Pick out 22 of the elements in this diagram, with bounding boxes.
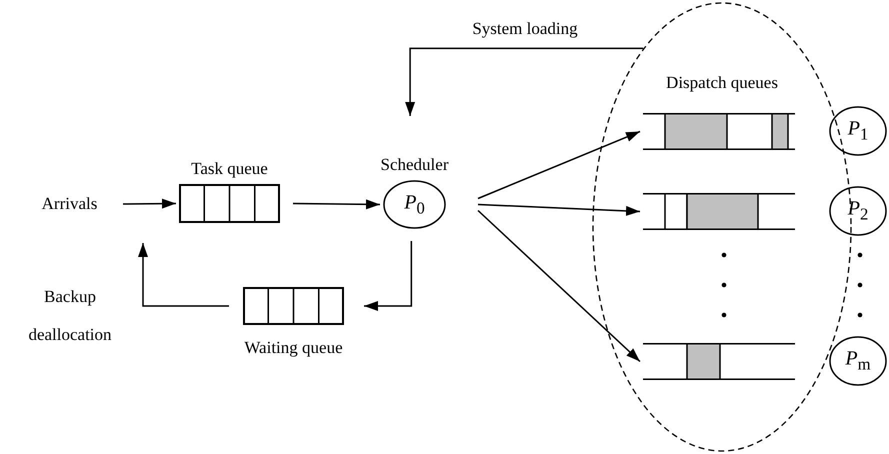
arrow bbox=[123, 198, 176, 209]
arrow bbox=[478, 130, 640, 200]
arrow bbox=[477, 210, 641, 362]
processor-circle bbox=[829, 336, 887, 386]
processor-label: P$_{m}$ bbox=[845, 348, 871, 374]
arrow bbox=[364, 241, 412, 311]
node-heading: Scheduler bbox=[380, 156, 448, 173]
processor-circle bbox=[829, 106, 887, 156]
arrow bbox=[138, 243, 229, 307]
processor-label: P$_{0}$ bbox=[404, 192, 425, 217]
arrow bbox=[405, 48, 644, 116]
arrow bbox=[293, 199, 380, 210]
arrow bbox=[478, 204, 640, 216]
group-heading: Dispatch queues bbox=[666, 74, 778, 91]
processor-circle bbox=[829, 186, 887, 236]
dispatch-queue bbox=[643, 343, 795, 380]
dispatch-queue bbox=[643, 193, 795, 230]
processor-label: P$_{1}$ bbox=[848, 118, 868, 144]
node-heading: Task queue bbox=[191, 160, 268, 177]
dispatch-queue bbox=[643, 113, 795, 150]
arrivals-label: Arrivals bbox=[22, 192, 117, 216]
node-heading: Waiting queue bbox=[244, 339, 343, 356]
